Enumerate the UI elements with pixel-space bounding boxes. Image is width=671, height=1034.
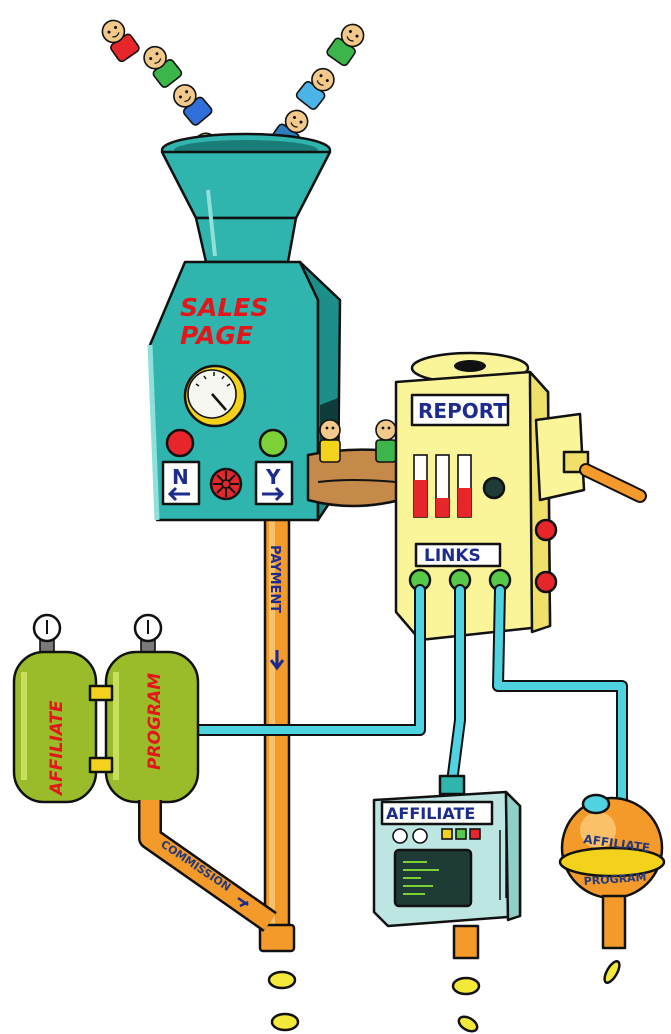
affiliate-program-tanks: AFFILIATE PROGRAM	[12, 613, 200, 804]
pressure-gauge-icon	[32, 613, 62, 655]
report-label: REPORT	[418, 399, 507, 423]
visitor-figure	[143, 45, 183, 88]
conveyor-belt	[306, 419, 402, 508]
report-links-machine: REPORT LINKS	[394, 351, 647, 642]
gauge-icon	[183, 364, 247, 428]
visitor-figure	[326, 23, 365, 67]
coin-icon	[457, 1015, 479, 1033]
visitor-figure	[319, 419, 341, 463]
tank-program-label: PROGRAM	[145, 673, 165, 770]
sales-page-machine: SALES PAGE N Y	[147, 132, 342, 522]
visitor-figure	[101, 19, 140, 63]
page-label: PAGE	[180, 321, 253, 350]
green-lamp-icon	[258, 428, 288, 458]
arrow-left-icon	[167, 486, 190, 502]
coin-icon	[267, 970, 297, 990]
payment-label: PAYMENT	[267, 545, 282, 613]
computer-screen	[393, 848, 473, 908]
orb-program-label: PROGRAM	[583, 871, 647, 888]
no-button[interactable]: N	[161, 460, 201, 506]
computer-title-panel	[380, 800, 494, 826]
links-panel	[414, 542, 502, 568]
arrow-right-icon	[262, 486, 285, 502]
visitor-figure	[295, 67, 335, 110]
visitor-figure	[173, 84, 213, 126]
red-button-icon[interactable]	[534, 518, 558, 542]
arrow-icon	[237, 896, 249, 908]
valve-wheel-icon[interactable]	[209, 467, 243, 501]
tank-affiliate-label: AFFILIATE	[47, 700, 67, 797]
visitors-group	[101, 19, 365, 175]
affiliate-computer: AFFILIATE	[372, 774, 522, 960]
affiliate-program-orb: AFFILIATE PROGRAM	[558, 793, 666, 950]
computer-affiliate-label: AFFILIATE	[386, 804, 475, 823]
visitor-figure	[375, 419, 397, 463]
links-label: LINKS	[424, 546, 481, 566]
coins	[267, 960, 621, 1033]
coin-icon	[451, 976, 481, 996]
red-button-icon[interactable]	[534, 570, 558, 594]
coin-icon	[270, 1012, 300, 1032]
no-button-label: N	[172, 465, 189, 489]
dial-icon	[392, 828, 408, 844]
arrow-down-icon	[269, 650, 285, 671]
hoses	[192, 584, 628, 806]
coin-icon	[603, 960, 621, 984]
level-meters	[413, 454, 472, 518]
crank-handle-icon[interactable]	[534, 412, 647, 503]
red-lamp-icon	[165, 428, 195, 458]
sales-label: SALES	[180, 293, 268, 322]
yes-button[interactable]: Y	[254, 460, 294, 506]
report-panel	[410, 393, 510, 427]
dial-icon	[412, 828, 428, 844]
yes-button-label: Y	[265, 465, 281, 489]
commission-pipe: COMMISSION	[138, 800, 277, 932]
knob-icon[interactable]	[482, 476, 506, 500]
pressure-gauge-icon	[133, 613, 163, 655]
